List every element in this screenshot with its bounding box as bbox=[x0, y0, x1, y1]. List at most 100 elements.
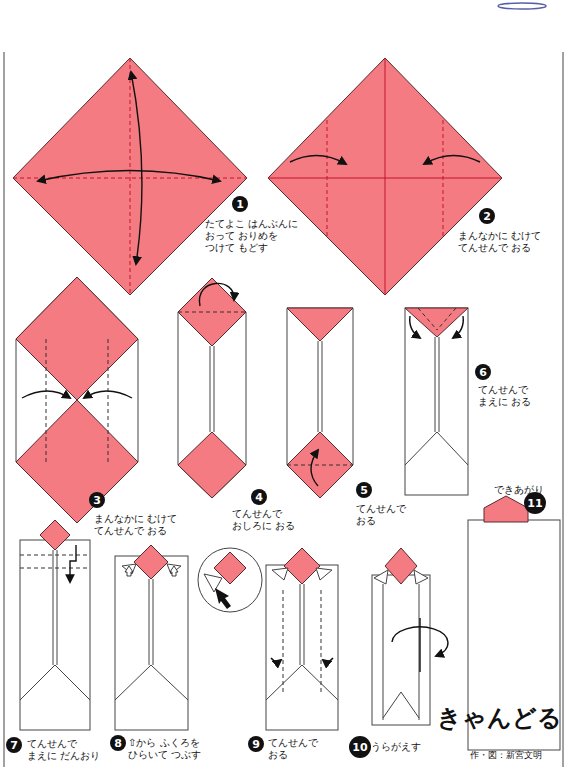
step6-figure bbox=[435, 337, 436, 432]
instruction-text: うらがえす bbox=[371, 741, 451, 753]
step-number: 8 bbox=[114, 738, 122, 749]
step5-figure bbox=[318, 341, 319, 432]
step9-figure bbox=[266, 548, 338, 730]
step1-figure bbox=[130, 58, 131, 295]
step4-figure bbox=[178, 278, 246, 498]
step-number-circle: 3 bbox=[89, 492, 105, 508]
step3-figure bbox=[16, 400, 138, 523]
instruction-text: てんせんで おしろに おる bbox=[232, 508, 308, 532]
step7-figure bbox=[20, 555, 90, 556]
step3-figure bbox=[16, 277, 138, 523]
step6-figure bbox=[439, 337, 440, 432]
step8-figure bbox=[170, 566, 178, 576]
step2-figure bbox=[424, 155, 480, 164]
step7-figure bbox=[20, 520, 90, 730]
title: きゃんどる bbox=[437, 702, 562, 734]
step-number-circle: 6 bbox=[475, 364, 491, 380]
step8-figure bbox=[204, 574, 222, 592]
step2-figure bbox=[327, 120, 328, 236]
step3-figure bbox=[84, 391, 132, 398]
step7-figure bbox=[57, 550, 58, 665]
instruction-text: てんせんで おる bbox=[268, 737, 328, 761]
step1-figure bbox=[13, 58, 247, 295]
step6-figure bbox=[405, 308, 468, 495]
step3-figure bbox=[16, 277, 138, 523]
step5-figure bbox=[311, 450, 318, 486]
step6-figure bbox=[437, 308, 456, 330]
step8-figure bbox=[115, 556, 188, 730]
step9-figure bbox=[321, 590, 322, 692]
step4-figure bbox=[199, 283, 234, 306]
instruction-text: てんせんで まえに おる bbox=[478, 384, 544, 408]
step1-figure bbox=[13, 58, 247, 295]
instruction-text: まんなかに むけて てんせんで おる bbox=[94, 513, 190, 537]
step3-figure bbox=[22, 391, 70, 398]
step6-figure bbox=[410, 316, 420, 338]
frame-line bbox=[4, 52, 5, 767]
step-number: 10 bbox=[352, 742, 367, 753]
instruction-text: まんなかに むけて てんせんで おる bbox=[458, 230, 554, 254]
step11-figure bbox=[484, 496, 528, 522]
step-number: 3 bbox=[93, 495, 101, 506]
step2-figure bbox=[443, 120, 444, 236]
instruction-text: てんせんで まえに だんおり bbox=[27, 738, 107, 762]
step5-figure bbox=[287, 308, 353, 341]
step6-figure bbox=[418, 308, 437, 330]
frame-line bbox=[563, 52, 564, 767]
step9-figure bbox=[284, 548, 320, 584]
step10-figure bbox=[374, 570, 388, 584]
instruction-text: ⇧から ふくろを ひらいて つぶす bbox=[128, 737, 218, 761]
step7-figure bbox=[20, 540, 90, 730]
step6-figure bbox=[405, 308, 468, 495]
step4-figure bbox=[210, 346, 211, 432]
step-number: 6 bbox=[479, 367, 487, 378]
credit-text: 作・図：新宮文明 bbox=[470, 750, 562, 761]
step-number-circle: 5 bbox=[356, 482, 372, 498]
step8-figure bbox=[134, 545, 168, 579]
step2-figure bbox=[290, 155, 346, 164]
step-number-circle: 7 bbox=[6, 737, 22, 753]
step5-figure bbox=[287, 308, 353, 498]
step-number: 4 bbox=[255, 492, 263, 503]
step8-figure bbox=[215, 588, 231, 609]
step10-figure bbox=[414, 570, 428, 584]
step5-figure bbox=[287, 432, 353, 498]
step2-figure bbox=[385, 58, 386, 295]
step4-figure bbox=[178, 432, 246, 498]
step10-figure bbox=[383, 584, 384, 720]
step-number: 1 bbox=[236, 199, 244, 210]
step7-figure bbox=[20, 665, 90, 700]
step6-figure bbox=[453, 316, 463, 338]
step-number: 2 bbox=[483, 211, 491, 222]
step7-figure bbox=[53, 550, 54, 665]
step1-figure bbox=[38, 171, 220, 182]
step5-figure bbox=[287, 465, 353, 466]
step8-figure bbox=[153, 579, 154, 665]
step7-figure bbox=[70, 545, 76, 582]
step4-figure bbox=[178, 312, 246, 313]
step3-figure bbox=[108, 339, 109, 462]
corner-mark bbox=[498, 3, 546, 9]
step-number-circle: 1 bbox=[232, 196, 248, 212]
step9-figure bbox=[283, 590, 284, 692]
step5-figure bbox=[287, 308, 353, 498]
step-number-circle: 8 bbox=[110, 735, 126, 751]
step2-figure bbox=[268, 58, 502, 295]
step-number: 5 bbox=[360, 485, 368, 496]
step-number-circle: 2 bbox=[479, 208, 495, 224]
step-number-circle: 9 bbox=[248, 736, 264, 752]
step4-figure bbox=[178, 278, 246, 498]
step10-figure bbox=[383, 692, 419, 718]
step8-figure bbox=[125, 566, 133, 576]
step8-figure bbox=[115, 545, 262, 730]
step-number: 9 bbox=[252, 739, 260, 750]
step6-figure bbox=[405, 432, 468, 465]
step9-figure bbox=[316, 568, 332, 580]
step2-figure bbox=[268, 58, 502, 295]
step9-figure bbox=[272, 568, 288, 580]
step8-figure bbox=[115, 665, 188, 700]
step6-figure bbox=[405, 308, 468, 337]
